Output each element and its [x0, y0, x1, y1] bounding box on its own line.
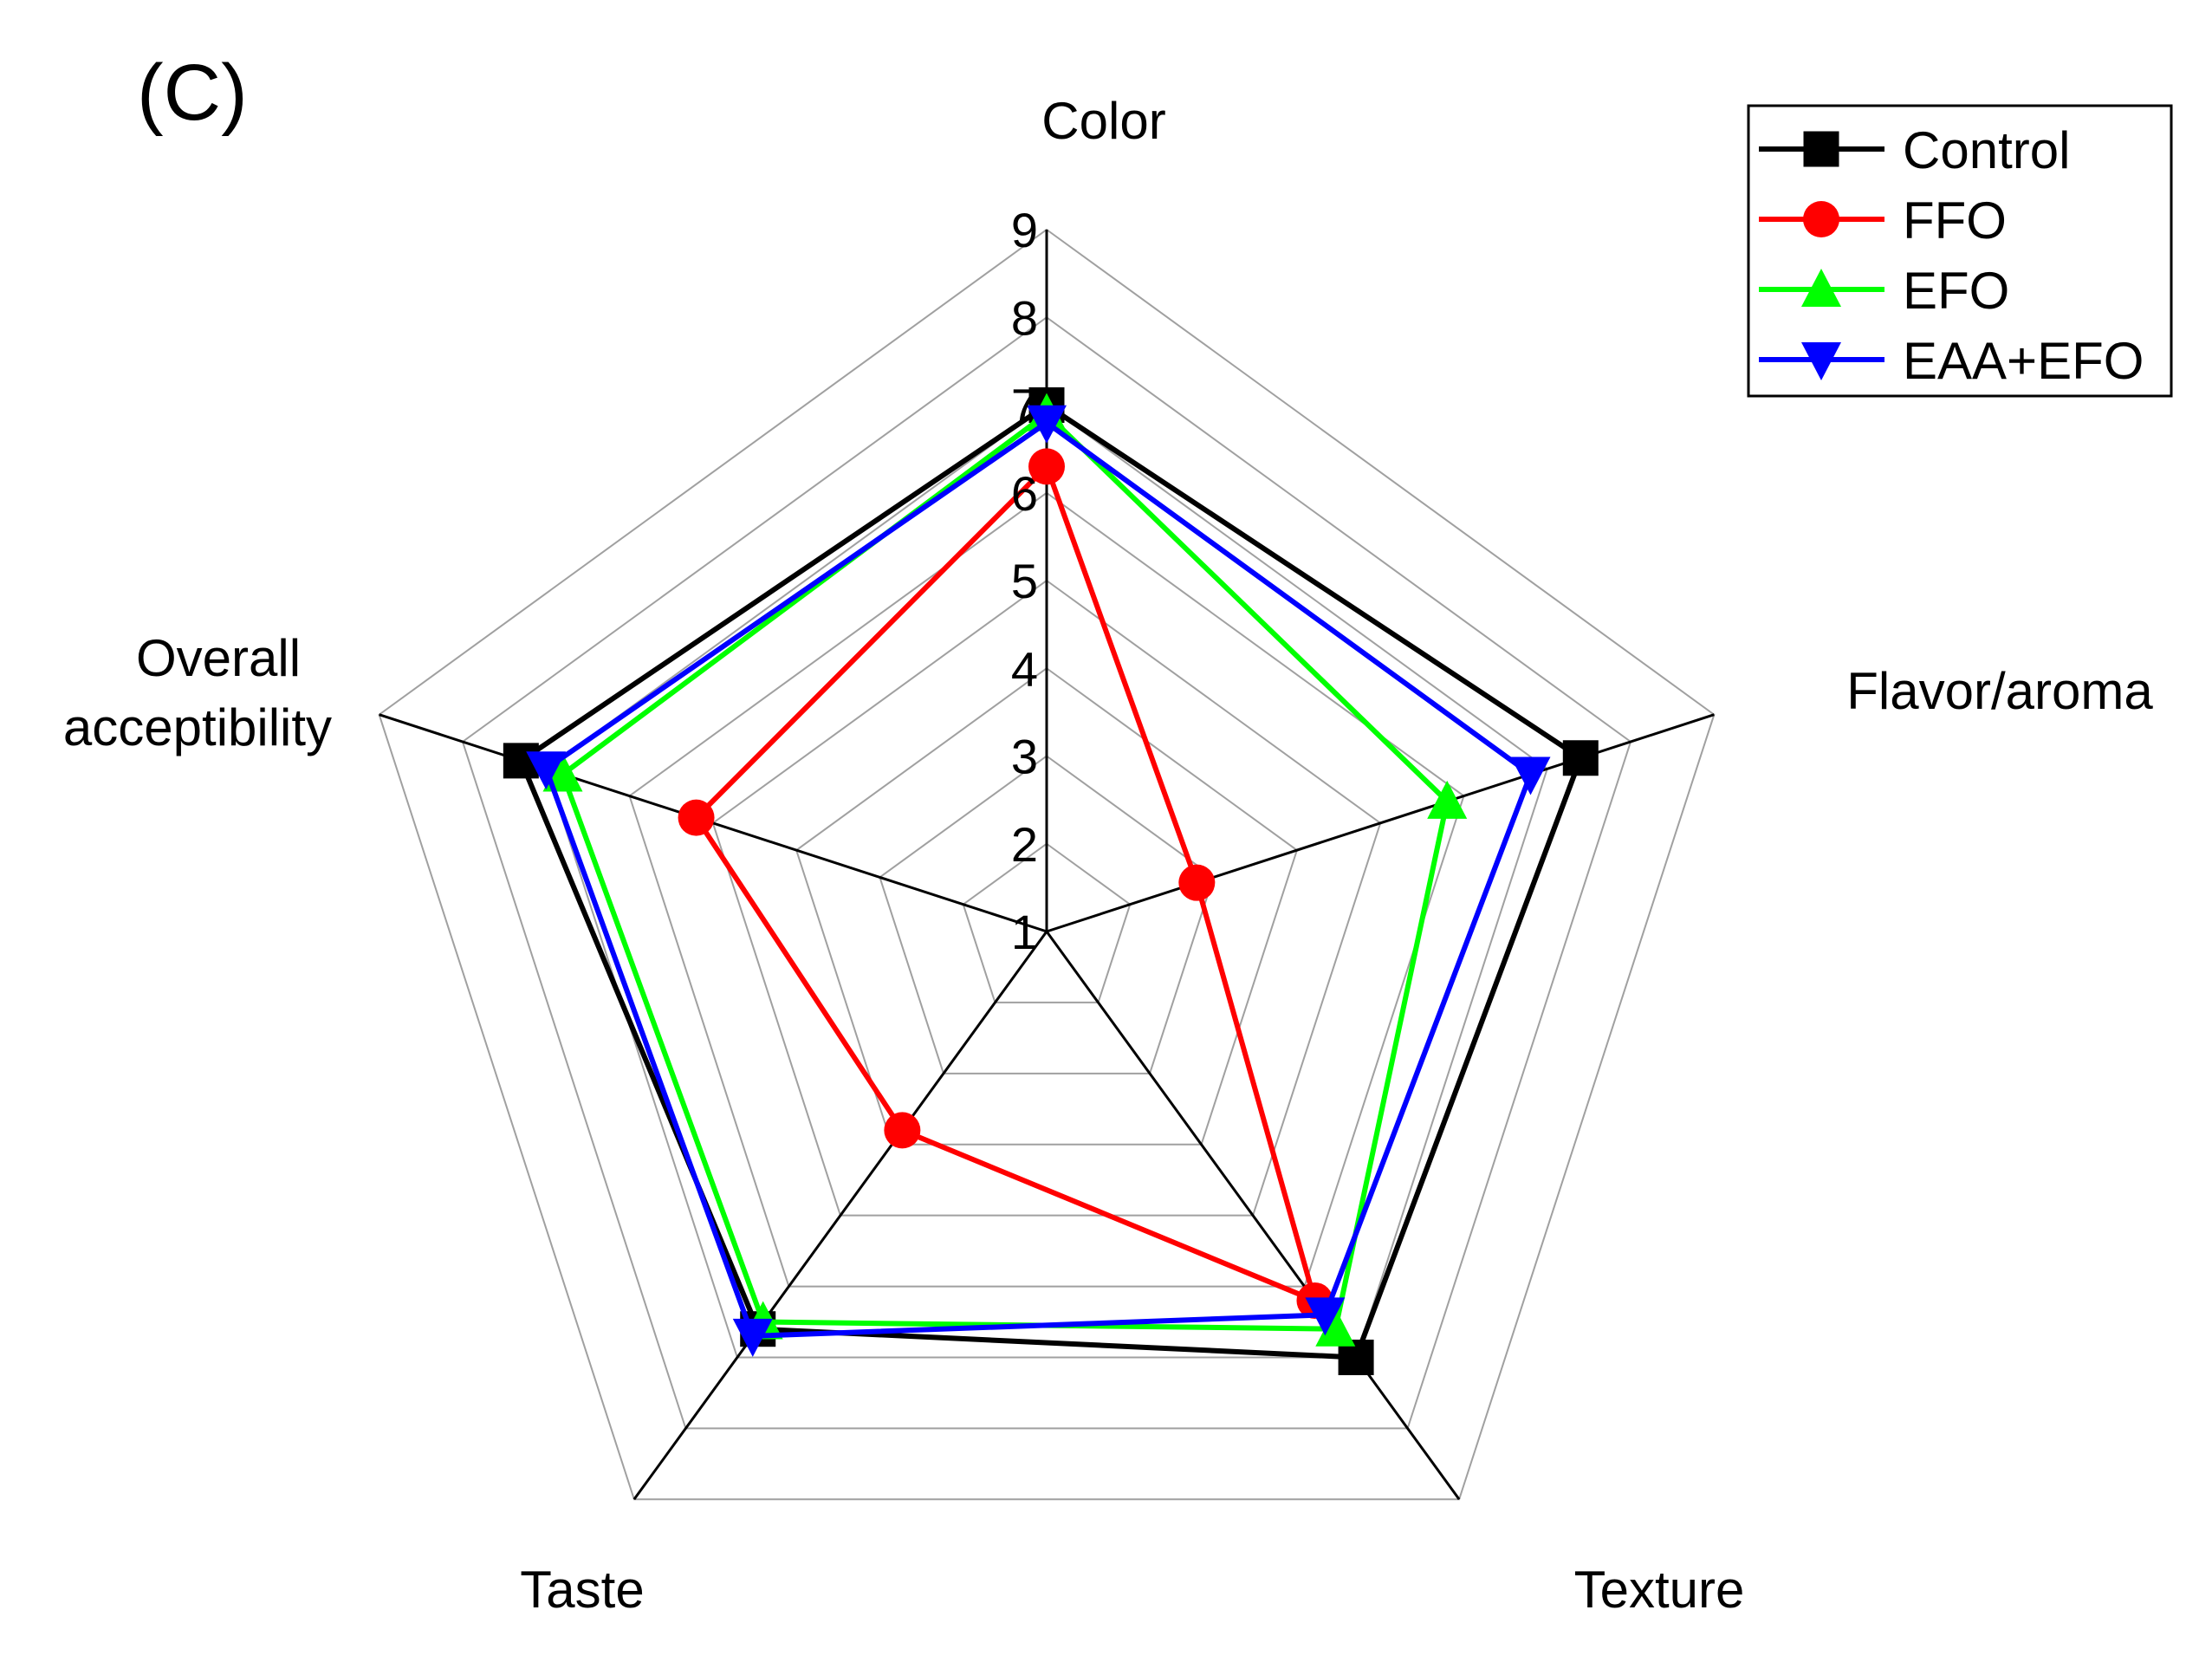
- tick-label-5: 5: [1011, 554, 1038, 608]
- data-point-EAA+EFO-2: [1305, 1297, 1346, 1336]
- grid-ring-8: [461, 316, 1632, 1430]
- series-FFO: [678, 448, 1333, 1319]
- data-point-EAA+EFO-4: [526, 751, 567, 790]
- series-EAA+EFO: [526, 405, 1551, 1357]
- tick-label-4: 4: [1011, 641, 1038, 696]
- grid-ring-9: [378, 228, 1716, 1501]
- series-EFO: [542, 393, 1468, 1347]
- grid-ring-2: [962, 842, 1132, 1003]
- grid-ring-6: [628, 491, 1465, 1288]
- axis-label-overall-line2: acceptibility: [63, 698, 332, 756]
- axis-label-texture: Texture: [1574, 1561, 1745, 1619]
- legend-item-FFO: FFO: [1759, 192, 2007, 250]
- legend-marker-EFO: [1801, 269, 1841, 307]
- legend-item-Control: Control: [1759, 121, 2070, 179]
- data-point-FFO-3: [884, 1112, 921, 1149]
- data-point-FFO-1: [1178, 864, 1216, 901]
- tick-label-7: 7: [1011, 379, 1038, 433]
- legend-item-EAA+EFO: EAA+EFO: [1759, 332, 2144, 390]
- tick-label-8: 8: [1011, 290, 1038, 345]
- radial-axis-2: [1045, 931, 1461, 1501]
- legend-item-EFO: EFO: [1759, 262, 2009, 320]
- data-point-EAA+EFO-1: [1510, 756, 1551, 795]
- series-line-FFO: [693, 464, 1318, 1303]
- tick-label-6: 6: [1011, 466, 1038, 521]
- legend-label-Control: Control: [1903, 121, 2070, 179]
- series-line-EFO: [560, 411, 1450, 1332]
- series-Control: [503, 387, 1599, 1375]
- data-point-Control-1: [1562, 740, 1599, 776]
- data-point-EFO-2: [1315, 1308, 1356, 1347]
- tick-label-2: 2: [1011, 817, 1038, 872]
- data-point-FFO-4: [678, 799, 715, 836]
- legend-label-EAA+EFO: EAA+EFO: [1903, 332, 2144, 390]
- grid-ring-5: [711, 579, 1382, 1217]
- tick-labels: 1 2 3 4 5 6 7 8 9: [1011, 203, 1038, 959]
- data-point-EFO-1: [1427, 780, 1468, 819]
- data-point-EAA+EFO-0: [1027, 405, 1067, 444]
- series-group: [503, 387, 1599, 1375]
- tick-label-9: 9: [1011, 203, 1038, 257]
- series-line-Control: [518, 402, 1584, 1360]
- series-line-EAA+EFO: [543, 419, 1534, 1339]
- grid-ring-4: [795, 667, 1299, 1146]
- data-point-EAA+EFO-3: [732, 1318, 773, 1357]
- data-point-FFO-0: [1028, 448, 1065, 485]
- grid-rings: [378, 228, 1716, 1501]
- tick-label-3: 3: [1011, 730, 1038, 784]
- axis-label-taste: Taste: [520, 1561, 644, 1619]
- radial-axis-3: [632, 931, 1048, 1501]
- legend-marker-FFO: [1803, 201, 1839, 237]
- legend-label-EFO: EFO: [1903, 262, 2009, 320]
- legend-marker-Control: [1803, 131, 1839, 167]
- legend-label-FFO: FFO: [1903, 192, 2007, 250]
- tick-label-1: 1: [1011, 905, 1038, 959]
- axis-label-flavor: Flavor/aroma: [1846, 662, 2153, 720]
- panel-label: (C): [137, 49, 248, 137]
- legend-marker-EAA+EFO: [1801, 342, 1841, 380]
- axis-label-overall-line1: Overall: [136, 629, 301, 687]
- axis-label-color: Color: [1041, 92, 1165, 150]
- radial-axis-1: [1046, 713, 1715, 933]
